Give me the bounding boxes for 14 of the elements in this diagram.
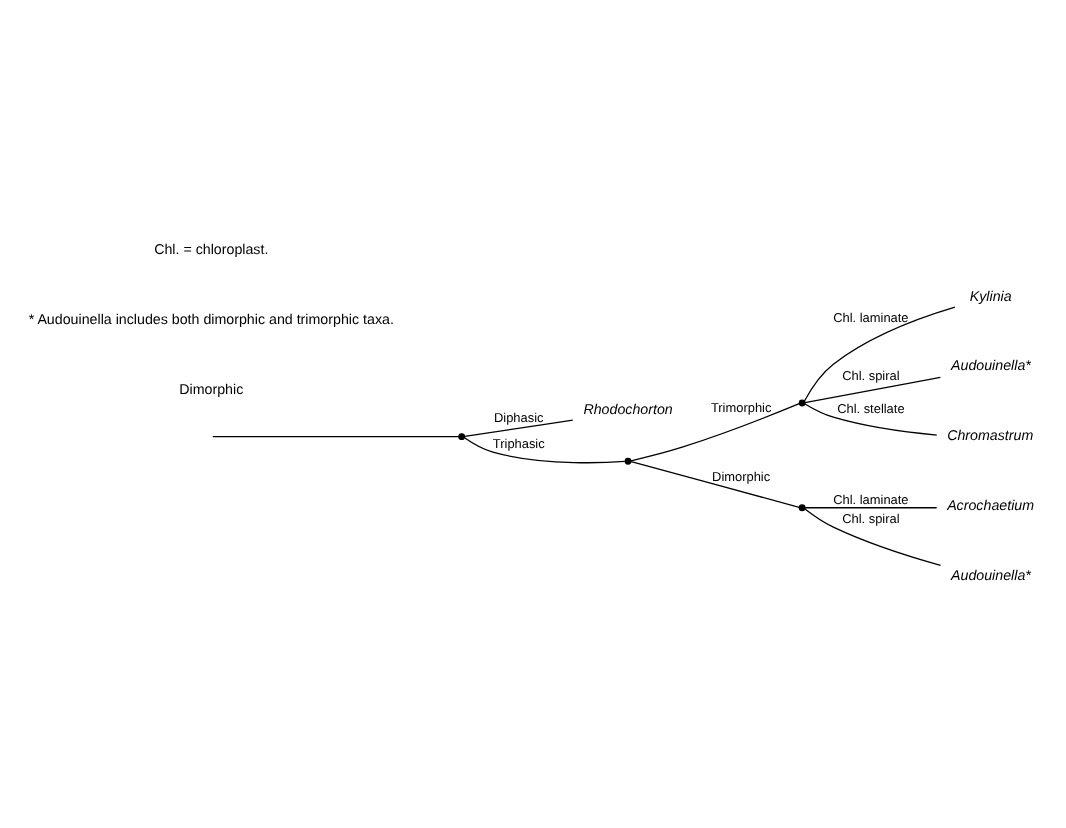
connector — [630, 461, 800, 508]
connector — [212, 436, 460, 438]
node-point — [458, 433, 466, 441]
node-point — [798, 399, 806, 407]
connector — [804, 376, 941, 404]
connector — [803, 306, 956, 402]
connector — [463, 437, 626, 464]
connector — [804, 507, 938, 509]
connector — [804, 508, 942, 566]
node-point — [624, 457, 632, 465]
connector — [464, 419, 574, 437]
node-point — [798, 504, 806, 512]
connector — [804, 403, 938, 436]
connector — [630, 403, 800, 462]
